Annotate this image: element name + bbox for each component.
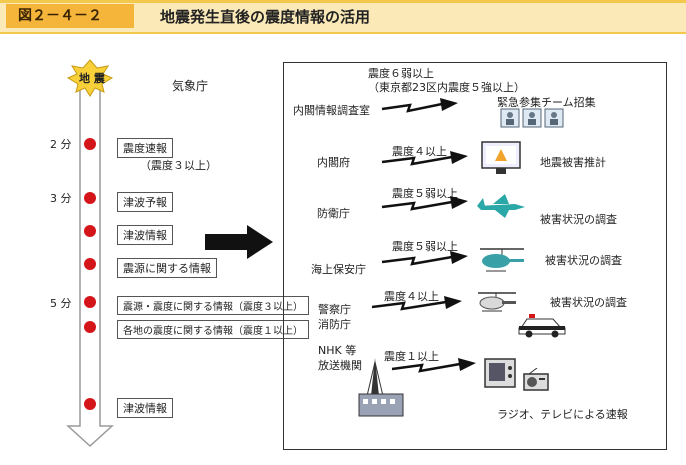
page-title: 地震発生直後の震度情報の活用 (160, 8, 371, 26)
event-dot (84, 321, 96, 333)
event-dot (84, 258, 96, 270)
timeline-arrow (66, 59, 114, 448)
big-arrow-icon (205, 225, 273, 259)
agency-label: 気象庁 (172, 79, 209, 93)
recipient-defense-agency: 防衛庁 (317, 207, 350, 220)
action-label: 被害状況の調査 (540, 213, 617, 226)
lightning-arrow-icon (381, 98, 458, 113)
info-box-seismic-flash: 震度速報 (117, 138, 173, 158)
helicopter-icon (480, 248, 524, 272)
threshold-label: 震度６弱以上 （東京都23区内震度５強以上） (368, 67, 525, 94)
info-box-tsunami-forecast: 津波予報 (117, 192, 173, 212)
event-dot (84, 398, 96, 410)
info-box-local-intensity: 各地の震度に関する情報（震度１以上） (117, 320, 309, 339)
event-dot (84, 225, 96, 237)
info-box-tsunami-info: 津波情報 (117, 225, 173, 245)
time-label-5min: 5 分 (50, 297, 72, 310)
police-car-icon (518, 314, 566, 338)
recipient-police-fire: 警察庁 消防庁 (318, 303, 351, 331)
recipient-broadcasters: NHK 等 放送機関 (318, 344, 362, 372)
action-label: 被害状況の調査 (545, 254, 622, 267)
radio-icon (523, 368, 549, 391)
lightning-arrow-icon (381, 251, 468, 266)
action-label: 被害状況の調査 (550, 296, 627, 309)
lightning-arrow-icon (371, 296, 462, 311)
event-dot (84, 296, 96, 308)
police-helicopter-icon (478, 292, 516, 312)
info-box-tsunami-info-2: 津波情報 (117, 398, 173, 418)
threshold-label: 震度４以上 (384, 290, 439, 303)
threshold-label: 震度４以上 (392, 145, 447, 158)
action-label: 地震被害推計 (540, 156, 606, 169)
recipient-cabinet-office: 内閣府 (317, 156, 350, 169)
recipient-cabinet-intelligence: 内閣情報調査室 (293, 104, 370, 117)
info-box-hypocenter-intensity: 震源・震度に関する情報（震度３以上） (117, 296, 309, 315)
broadcast-tower-icon (358, 358, 404, 417)
event-dot (84, 192, 96, 204)
action-label: ラジオ、テレビによる速報 (497, 408, 628, 421)
threshold-label: 震度１以上 (384, 350, 439, 363)
lightning-arrow-icon (391, 358, 476, 373)
earthquake-label: 地 震 (79, 72, 105, 85)
tv-icon (484, 358, 516, 388)
team-members-icon (500, 108, 564, 128)
action-label: 緊急参集チーム招集 (497, 96, 596, 109)
threshold-label: 震度５弱以上 (392, 187, 458, 200)
recipients-panel (283, 62, 667, 450)
info-box-hypocenter: 震源に関する情報 (117, 258, 217, 278)
jet-plane-icon (477, 194, 525, 218)
lightning-arrow-icon (381, 151, 468, 166)
lightning-arrow-icon (381, 196, 468, 211)
time-label-3min: 3 分 (50, 192, 72, 205)
monitor-icon (481, 141, 521, 174)
time-label-2min: 2 分 (50, 138, 72, 151)
threshold-label: 震度５弱以上 (392, 240, 458, 253)
figure-number: 図２－４－２ (6, 4, 134, 28)
event-dot (84, 138, 96, 150)
info-box-seismic-flash-sub: （震度３以上） (140, 159, 217, 172)
recipient-coast-guard: 海上保安庁 (311, 263, 366, 276)
